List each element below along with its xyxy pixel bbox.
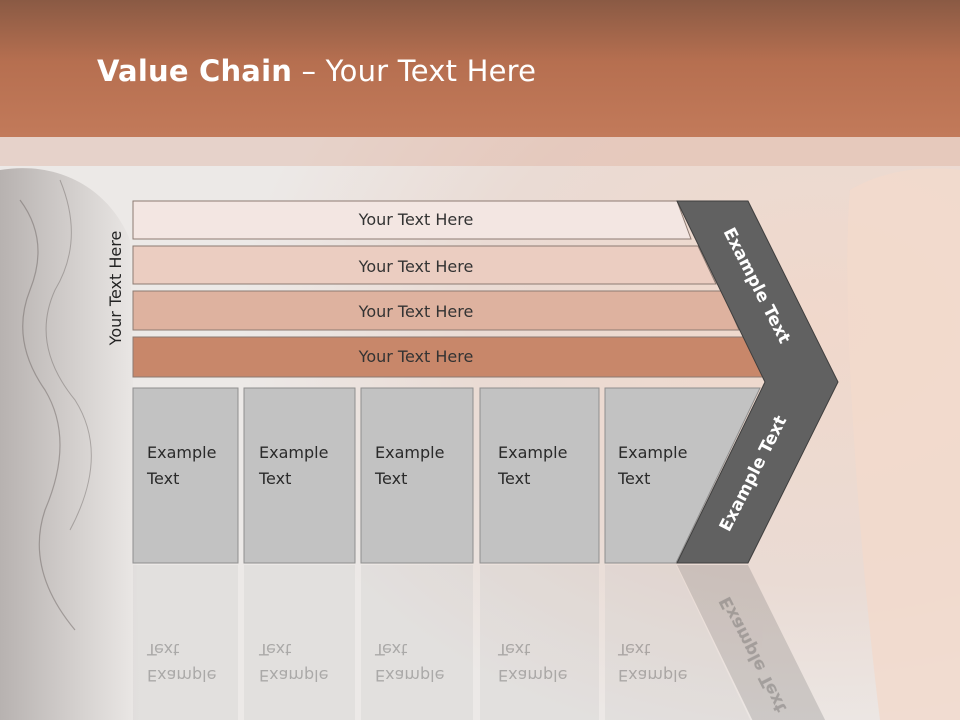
primary-column: Example Text bbox=[243, 387, 356, 564]
column-label-line1: Example bbox=[259, 443, 328, 462]
support-row-label: Your Text Here bbox=[358, 302, 474, 321]
support-row-label: Your Text Here bbox=[358, 257, 474, 276]
reflected-column-label: Example bbox=[618, 666, 687, 685]
title-bold: Value Chain bbox=[97, 54, 293, 88]
reflection bbox=[133, 565, 826, 720]
support-row: Your Text Here bbox=[132, 336, 764, 378]
column-label-line1: Example bbox=[147, 443, 216, 462]
reflected-column-label: Example bbox=[259, 666, 328, 685]
support-row: Your Text Here bbox=[132, 200, 692, 240]
reflected-column-label: Text bbox=[617, 640, 650, 659]
primary-columns: Example Text Example Text Example Text E… bbox=[132, 387, 761, 564]
primary-column: Example Text bbox=[604, 387, 761, 564]
reflected-column-label: Text bbox=[146, 640, 179, 659]
column-label-line2: Text bbox=[374, 469, 407, 488]
column-label-line2: Text bbox=[258, 469, 291, 488]
reflected-column-label: Text bbox=[374, 640, 407, 659]
margin-chevron: Example Text Example Text bbox=[676, 200, 839, 564]
support-rows: Your Text Here Your Text Here Your Text … bbox=[132, 200, 764, 378]
primary-column: Example Text bbox=[132, 387, 239, 564]
column-label-line2: Text bbox=[617, 469, 650, 488]
primary-column: Example Text bbox=[360, 387, 474, 564]
support-row: Your Text Here bbox=[132, 290, 740, 331]
support-row: Your Text Here bbox=[132, 245, 717, 285]
column-label-line2: Text bbox=[497, 469, 530, 488]
column-label-line2: Text bbox=[146, 469, 179, 488]
column-label-line1: Example bbox=[618, 443, 687, 462]
support-row-label: Your Text Here bbox=[358, 210, 474, 229]
reflected-column-label: Text bbox=[497, 640, 530, 659]
title-bar bbox=[0, 0, 960, 137]
reflected-column-label: Example bbox=[375, 666, 444, 685]
support-row-label: Your Text Here bbox=[358, 347, 474, 366]
reflected-column-label: Example bbox=[147, 666, 216, 685]
column-label-line1: Example bbox=[375, 443, 444, 462]
slide-title: Value Chain – Your Text Here bbox=[97, 54, 536, 88]
reflected-column-label: Example bbox=[498, 666, 567, 685]
primary-column: Example Text bbox=[479, 387, 600, 564]
reflected-column-label: Text bbox=[258, 640, 291, 659]
title-band bbox=[0, 137, 960, 166]
title-rest: – Your Text Here bbox=[292, 54, 537, 88]
column-label-line1: Example bbox=[498, 443, 567, 462]
